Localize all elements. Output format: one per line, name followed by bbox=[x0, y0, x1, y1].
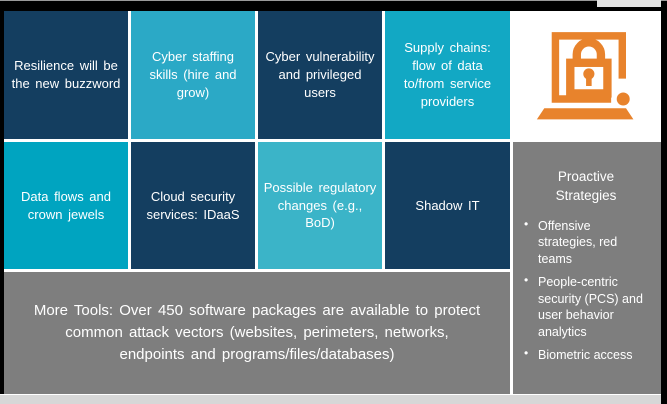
tile-cyber-staffing: Cyber staffing skills (hire and grow) bbox=[131, 11, 255, 139]
tile-cloud-security: Cloud security services: IDaaS bbox=[131, 142, 255, 269]
tile-regulatory-changes: Possible regulatory changes (e.g., BoD) bbox=[258, 142, 382, 269]
bullet-text: Offensive strategies, red teams bbox=[538, 218, 618, 266]
bullet-icon: • bbox=[524, 273, 529, 288]
tile-resilience: Resilience will be the new buzzword bbox=[4, 11, 128, 139]
more-tools-banner: More Tools: Over 450 software packages a… bbox=[4, 272, 510, 394]
tile-shadow-it: Shadow IT bbox=[385, 142, 510, 269]
list-item: • People-centric security (PCS) and user… bbox=[523, 273, 649, 340]
topic-grid: Resilience will be the new buzzword Cybe… bbox=[4, 11, 661, 394]
bullet-icon: • bbox=[524, 346, 529, 361]
proactive-strategies-title: Proactive Strategies bbox=[555, 169, 617, 203]
laptop-lock-icon bbox=[531, 21, 643, 130]
list-item: • Biometric access bbox=[523, 346, 649, 364]
icon-box bbox=[513, 11, 661, 139]
bullet-icon: • bbox=[524, 216, 529, 231]
list-item: • Offensive strategies, red teams bbox=[523, 216, 649, 268]
proactive-strategies-list: • Offensive strategies, red teams • Peop… bbox=[523, 216, 649, 364]
proactive-strategies-panel: Proactive Strategies • Offensive strateg… bbox=[513, 142, 661, 394]
top-hairline bbox=[0, 0, 667, 1]
bullet-text: People-centric security (PCS) and user b… bbox=[538, 275, 643, 339]
bottom-edge-strip bbox=[0, 394, 661, 404]
tile-data-flows: Data flows and crown jewels bbox=[4, 142, 128, 269]
tile-cyber-vulnerability: Cyber vulnerability and privileged users bbox=[258, 11, 382, 139]
top-right-light-edge bbox=[597, 0, 661, 7]
tile-supply-chains: Supply chains: flow of data to/from serv… bbox=[385, 11, 510, 139]
bullet-text: Biometric access bbox=[538, 348, 633, 363]
